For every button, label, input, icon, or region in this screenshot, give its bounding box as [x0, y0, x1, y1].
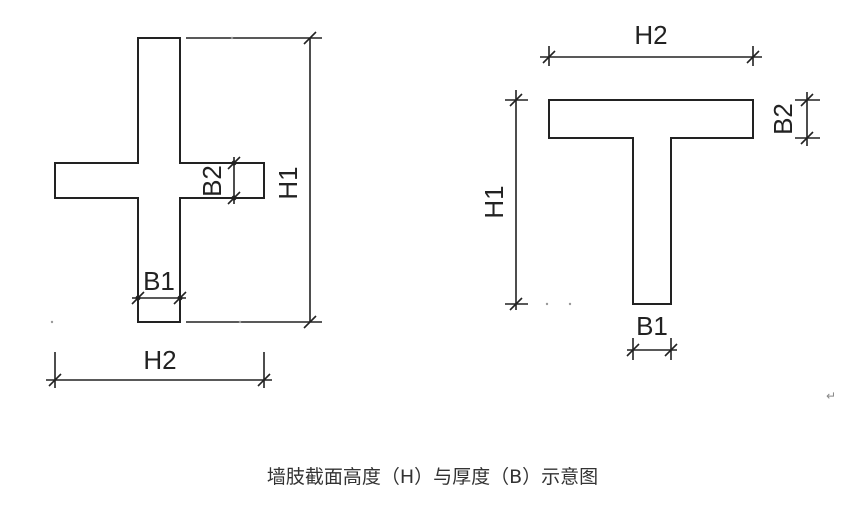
t-b2-dimension [795, 92, 820, 146]
cross-h1-label: H1 [273, 166, 303, 199]
cross-section-outline [54, 37, 265, 323]
t-section-outline [548, 99, 754, 305]
t-b1-label: B1 [636, 311, 668, 341]
figure-caption: 墙肢截面高度（H）与厚度（B）示意图 [266, 466, 599, 488]
t-h1-dimension [505, 90, 528, 311]
cross-b1-label: B1 [143, 266, 175, 296]
t-b1-dimension [626, 338, 678, 360]
paragraph-mark-icon: ↵ [826, 389, 836, 403]
cross-b2-label: B2 [197, 165, 227, 197]
t-h2-label: H2 [634, 20, 667, 50]
cross-b1-dimension [131, 291, 187, 305]
t-h2-dimension [540, 46, 762, 66]
t-b2-label: B2 [768, 103, 798, 135]
cross-h2-label: H2 [143, 345, 176, 375]
cross-section: H1 B2 B1 H2 [46, 31, 322, 388]
t-section: H2 B2 H1 B1 [479, 20, 820, 360]
cross-h1-dimension [186, 31, 322, 329]
cross-b2-dimension [227, 156, 241, 205]
cross-h2-dimension [46, 352, 272, 388]
t-h1-label: H1 [479, 185, 509, 218]
